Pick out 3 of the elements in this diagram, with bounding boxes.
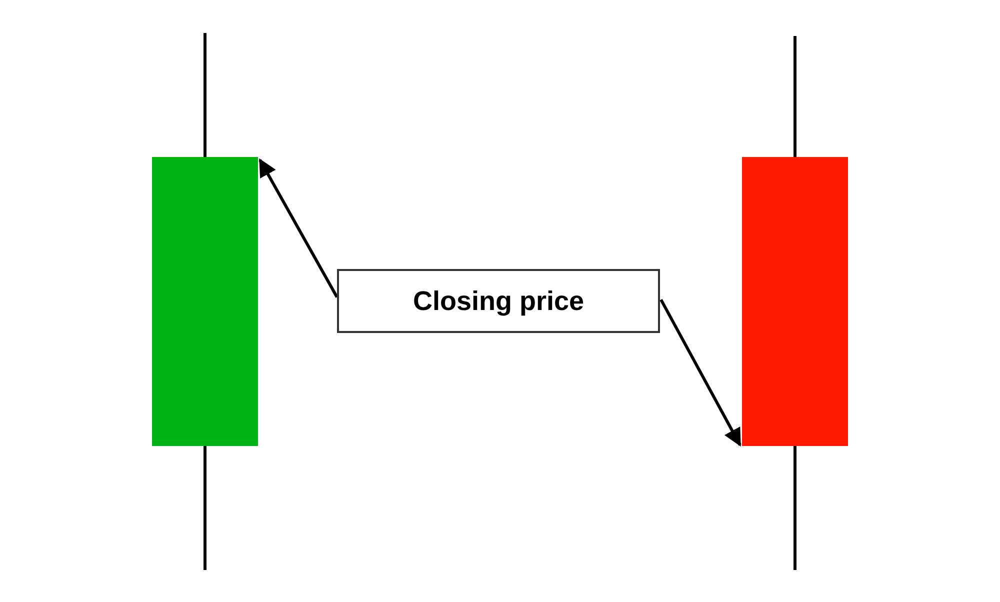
arrow <box>258 158 338 298</box>
callout-label: Closing price <box>337 269 660 333</box>
arrow <box>660 299 742 447</box>
